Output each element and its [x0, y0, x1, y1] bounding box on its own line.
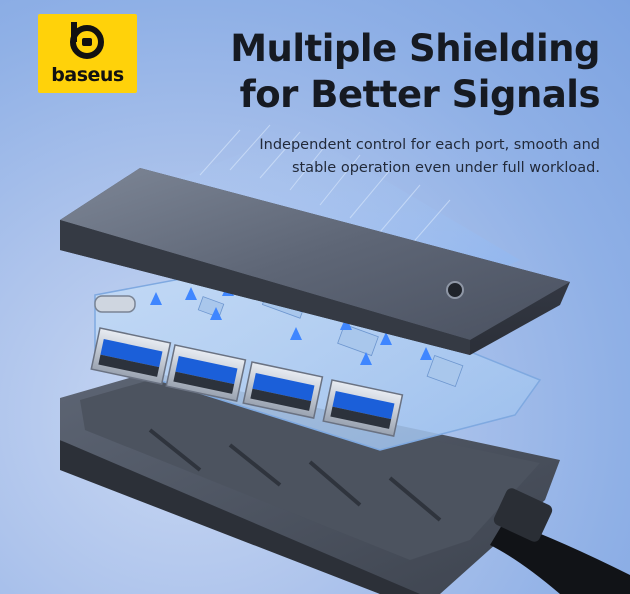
usb-a-port-icon: [242, 361, 324, 419]
usb-a-port-icon: [90, 327, 172, 385]
usb-a-ports: [90, 327, 404, 437]
usb-a-port-icon: [322, 379, 404, 437]
hub-lid: [60, 168, 570, 355]
hub-base-housing: [60, 372, 630, 594]
subtitle-line-1: Independent control for each port, smoot…: [259, 137, 600, 153]
usb-a-port-icon: [165, 344, 247, 402]
headline-line-2: for Better Signals: [239, 73, 601, 116]
led-indicator-icon: [446, 281, 464, 299]
subtitle: Independent control for each port, smoot…: [220, 134, 600, 180]
headline-line-1: Multiple Shielding: [230, 27, 600, 70]
headline: Multiple Shielding for Better Signals: [230, 26, 600, 118]
brand-logo: baseus: [38, 14, 137, 93]
brand-logo-text: baseus: [51, 64, 124, 86]
brand-logo-mark-icon: [70, 22, 104, 59]
usb-c-port-icon: [94, 295, 136, 313]
subtitle-line-2: stable operation even under full workloa…: [291, 160, 600, 176]
cable-icon: [490, 520, 630, 594]
